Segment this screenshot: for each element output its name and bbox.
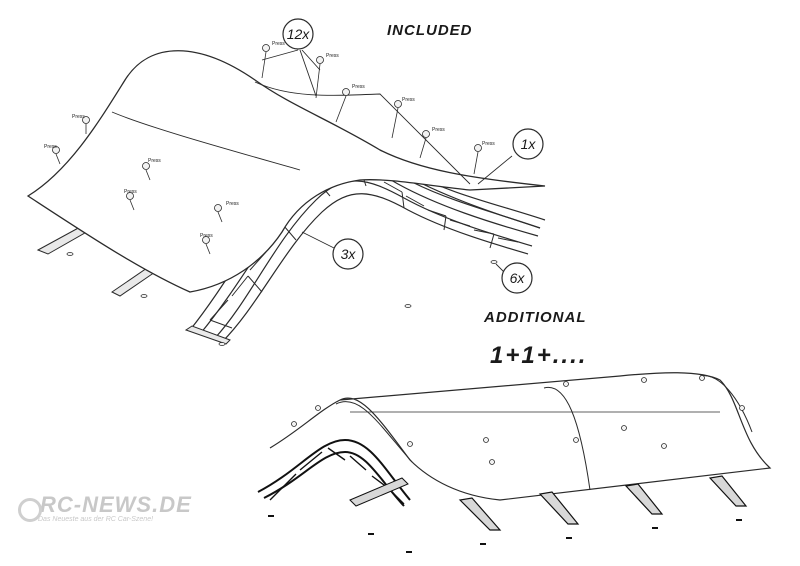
heading-formula: 1+1+.... bbox=[490, 342, 588, 369]
heading-included: INCLUDED bbox=[387, 22, 473, 39]
callout-feet: 6x bbox=[501, 262, 533, 294]
fasteners bbox=[52, 44, 482, 255]
watermark-main: RC-NEWS.DE bbox=[40, 492, 192, 517]
press-label: Press bbox=[148, 158, 161, 164]
callout-truss-frames: 3x bbox=[332, 238, 364, 270]
heading-additional: ADDITIONAL bbox=[484, 309, 587, 326]
press-label: Press bbox=[272, 41, 285, 47]
watermark-sub: Das Neueste aus der RC Car-Szene! bbox=[38, 516, 154, 523]
chained-truss-frame bbox=[257, 438, 411, 507]
callout-truss-frames-label: 3x bbox=[341, 246, 357, 262]
press-label: Press bbox=[432, 127, 445, 133]
callout-ramp-sheet-label: 1x bbox=[521, 136, 537, 152]
callout-leaders bbox=[261, 49, 513, 273]
watermark: RC-NEWS.DE Das Neueste aus der RC Car-Sz… bbox=[18, 492, 192, 523]
loose-feet bbox=[66, 252, 498, 346]
chained-floor-marks bbox=[268, 515, 742, 553]
press-label: Press bbox=[44, 144, 57, 150]
chained-fasteners bbox=[291, 375, 745, 465]
press-labels: Press Press Press Press Press Press Pres… bbox=[44, 41, 495, 239]
press-label: Press bbox=[124, 189, 137, 195]
press-label: Press bbox=[226, 201, 239, 207]
press-label: Press bbox=[482, 141, 495, 147]
press-label: Press bbox=[200, 233, 213, 239]
callout-ramp-sheet: 1x bbox=[512, 128, 544, 160]
truss-frame-base bbox=[184, 325, 231, 345]
press-label: Press bbox=[352, 84, 365, 90]
press-label: Press bbox=[402, 97, 415, 103]
callout-fasteners: 12x bbox=[282, 18, 314, 50]
callout-fasteners-label: 12x bbox=[287, 26, 311, 42]
watermark-logo-icon bbox=[18, 498, 42, 522]
chained-ramp-sheets bbox=[269, 372, 772, 501]
callout-feet-label: 6x bbox=[510, 270, 526, 286]
ramp-sheet bbox=[26, 50, 546, 293]
press-label: Press bbox=[326, 53, 339, 59]
press-label: Press bbox=[72, 114, 85, 120]
chained-support-feet bbox=[458, 475, 748, 531]
